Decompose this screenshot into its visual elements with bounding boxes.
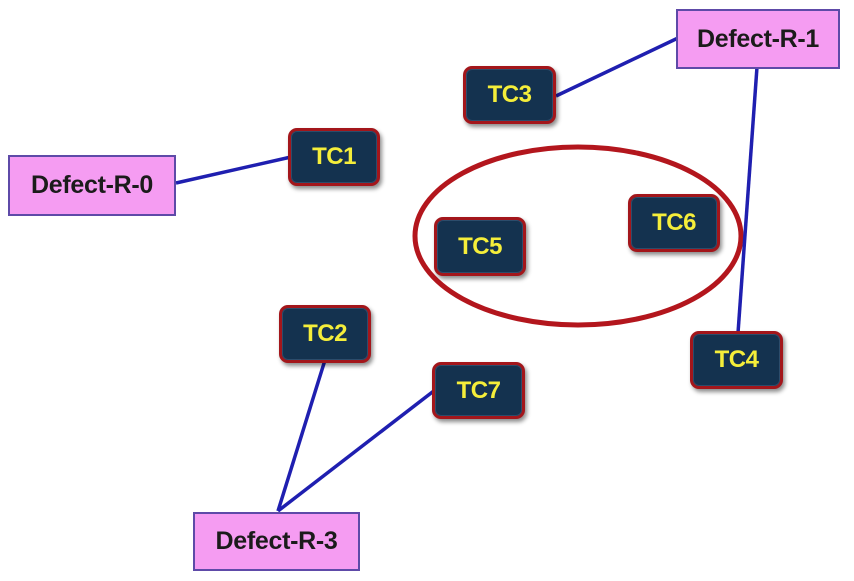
test-case-tc5: TC5 <box>434 217 526 276</box>
test-case-tc3: TC3 <box>463 66 556 124</box>
edge-defect-r1-tc3 <box>555 36 679 98</box>
edge-defect-r3-tc2 <box>276 359 327 512</box>
edge-defect-r0-tc1 <box>175 155 292 185</box>
test-case-tc2: TC2 <box>279 305 371 363</box>
edge-defect-r1-tc4 <box>736 66 759 334</box>
test-case-tc4: TC4 <box>690 331 783 389</box>
defect-r-1-node: Defect-R-1 <box>676 9 840 69</box>
test-case-tc1: TC1 <box>288 128 380 186</box>
defect-r-0-node: Defect-R-0 <box>8 155 176 216</box>
test-case-tc7: TC7 <box>432 362 525 419</box>
edge-defect-r3-tc7 <box>276 388 437 513</box>
test-case-tc6: TC6 <box>628 194 720 252</box>
defect-r-3-node: Defect-R-3 <box>193 512 360 571</box>
cluster-ring <box>412 144 744 328</box>
